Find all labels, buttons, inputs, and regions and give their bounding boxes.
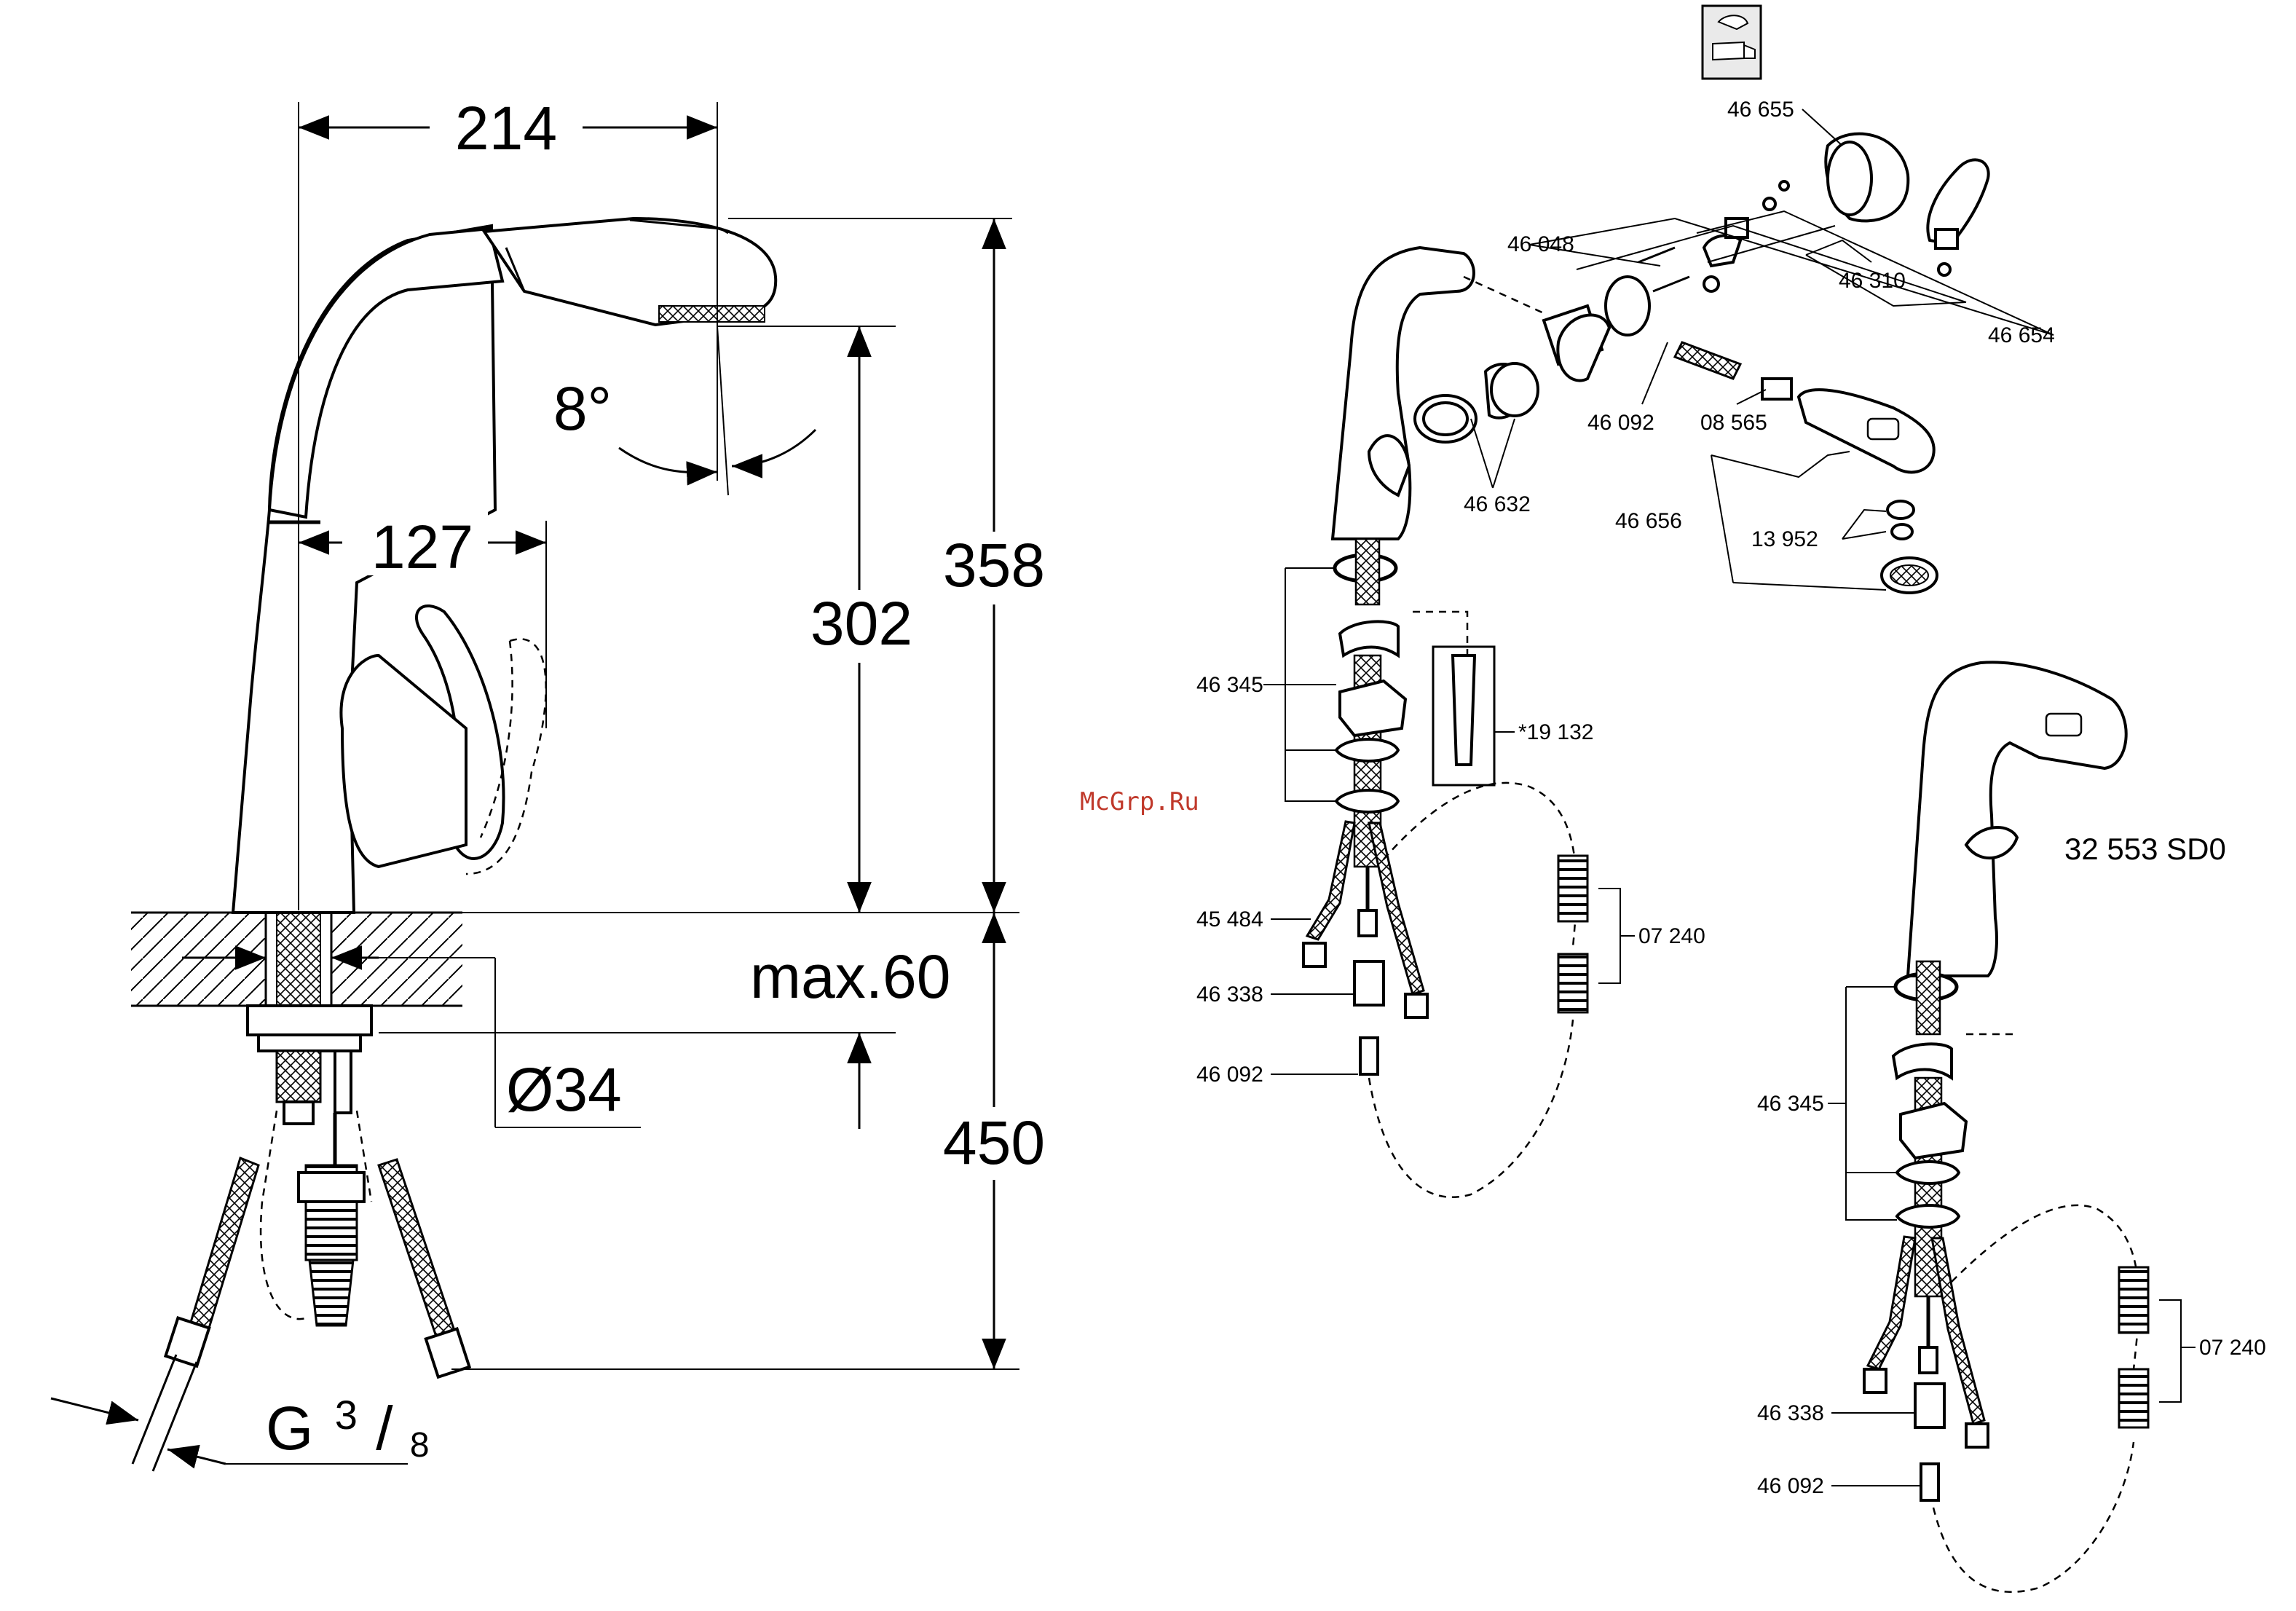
part-07240-a: 07 240 [1638, 924, 1705, 948]
dimension-drawing: 214 127 358 302 8° max.60 Ø34 450 [51, 94, 1052, 1471]
dim-height-total: 358 [943, 531, 1045, 599]
dim-hole-diameter: Ø34 [506, 1055, 622, 1124]
part-45484: 45 484 [1196, 907, 1263, 931]
part-46048: 46 048 [1507, 232, 1574, 256]
part-46632: 46 632 [1464, 492, 1531, 516]
part-46656: 46 656 [1615, 509, 1682, 533]
thread-size-label: G 3 / 8 [266, 1374, 430, 1465]
part-46338-b: 46 338 [1757, 1401, 1824, 1425]
supply-hose-right [379, 1159, 455, 1339]
part-13952: 13 952 [1751, 527, 1818, 551]
part-19132: *19 132 [1518, 720, 1593, 744]
coil-spring-a2 [1558, 954, 1587, 1012]
part-08565: 08 565 [1700, 411, 1767, 435]
watermark: McGrp.Ru [1080, 787, 1199, 816]
dim-spray-angle: 8° [553, 374, 612, 443]
check-valve-spring [309, 1260, 353, 1326]
coil-spring-a1 [1558, 856, 1587, 921]
dim-spout-height: 302 [810, 589, 912, 658]
coil-spring-b1 [2119, 1267, 2148, 1333]
faucet-catalog-icon [1703, 6, 1761, 79]
part-46654: 46 654 [1988, 323, 2055, 347]
supply-hose-left [189, 1158, 259, 1333]
part-46310: 46 310 [1839, 269, 1906, 293]
part-46345-b: 46 345 [1757, 1092, 1824, 1116]
dim-spout-reach: 127 [371, 513, 473, 581]
model-number: 32 553 SD0 [2064, 832, 2226, 866]
part-46092-a: 46 092 [1196, 1063, 1263, 1087]
coil-spring-b2 [2119, 1369, 2148, 1427]
dim-width-total: 214 [455, 94, 557, 162]
part-07240-b: 07 240 [2199, 1336, 2266, 1360]
dim-hose-length: 450 [943, 1108, 1045, 1177]
part-46655: 46 655 [1727, 98, 1794, 122]
dim-max-thickness: max.60 [750, 942, 950, 1011]
model-variant-view: 32 553 SD0 46 345 07 240 46 338 46 092 [1757, 662, 2266, 1591]
part-46092-b: 46 092 [1757, 1474, 1824, 1498]
part-46345-a: 46 345 [1196, 673, 1263, 697]
part-46092-top: 46 092 [1587, 411, 1654, 435]
part-46338-a: 46 338 [1196, 982, 1263, 1007]
